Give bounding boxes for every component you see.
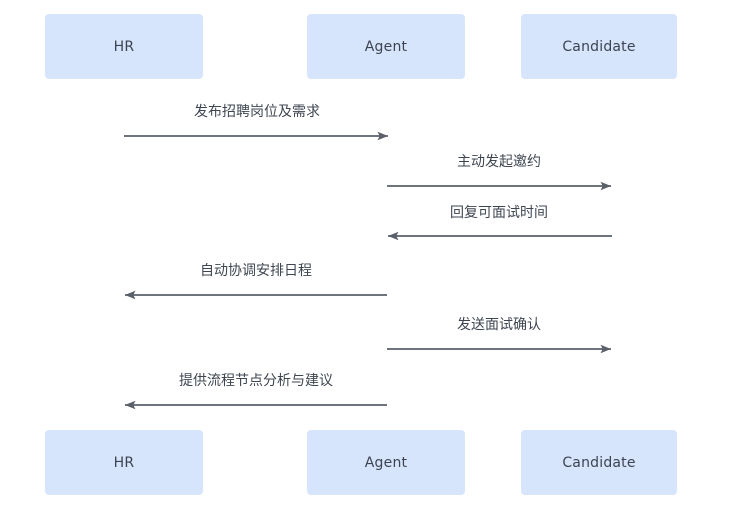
actor-label-hr-top: HR xyxy=(113,38,135,55)
message-label-2: 主动发起邀约 xyxy=(457,154,541,170)
actor-box-agent-top[interactable]: Agent xyxy=(307,14,465,79)
message-label-3: 回复可面试时间 xyxy=(450,205,548,221)
actor-label-hr-bottom: HR xyxy=(113,454,135,471)
message-label-4: 自动协调安排日程 xyxy=(200,263,312,279)
actor-box-hr-bottom[interactable]: HR xyxy=(45,430,203,495)
actor-box-candidate-top[interactable]: Candidate xyxy=(521,14,677,79)
actor-label-candidate-top: Candidate xyxy=(562,38,636,55)
message-label-6: 提供流程节点分析与建议 xyxy=(179,373,333,389)
actor-label-agent-top: Agent xyxy=(364,38,408,55)
actor-label-agent-bottom: Agent xyxy=(364,454,408,471)
message-label-1: 发布招聘岗位及需求 xyxy=(194,104,320,120)
actor-box-candidate-bottom[interactable]: Candidate xyxy=(521,430,677,495)
message-label-5: 发送面试确认 xyxy=(457,317,541,333)
actor-box-agent-bottom[interactable]: Agent xyxy=(307,430,465,495)
actor-box-hr-top[interactable]: HR xyxy=(45,14,203,79)
actor-label-candidate-bottom: Candidate xyxy=(562,454,636,471)
